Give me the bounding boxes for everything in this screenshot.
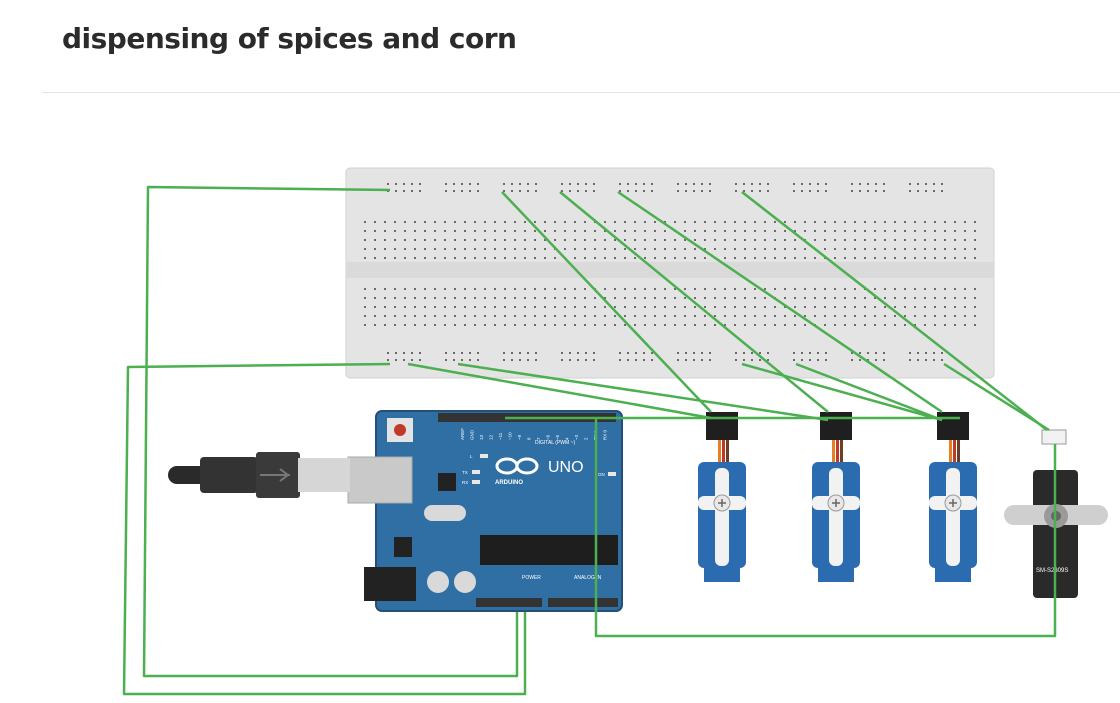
- usb-cable: [168, 452, 350, 498]
- digital-header-label: DIGITAL (PWM ~): [535, 440, 575, 446]
- servo-connector[interactable]: [706, 412, 738, 440]
- digital-pin-label: RX 0: [603, 429, 608, 440]
- digital-pin-label: GND: [470, 429, 475, 440]
- digital-pin-label: 13: [479, 434, 484, 440]
- micro-servo[interactable]: [812, 412, 860, 582]
- digital-pin-label: ~10: [508, 432, 513, 440]
- servo-connector[interactable]: [937, 412, 969, 440]
- digital-pin-label: 8: [527, 437, 532, 440]
- digital-pin-label: 4: [565, 437, 570, 440]
- servo-hub-icon: [949, 499, 957, 507]
- regulator: [394, 537, 412, 557]
- digital-pin-label: 2: [584, 437, 589, 440]
- micro-servo[interactable]: [698, 412, 746, 582]
- led: [608, 472, 616, 476]
- wire[interactable]: [407, 362, 712, 420]
- wire[interactable]: [617, 190, 943, 414]
- led-label: L: [470, 454, 473, 459]
- wire[interactable]: [594, 418, 1057, 638]
- servo-hub-icon: [718, 499, 726, 507]
- led: [472, 480, 480, 484]
- capacitor: [427, 571, 449, 593]
- big-servo-label: SM-S2309S: [1036, 568, 1068, 574]
- page-title: dispensing of spices and corn: [62, 22, 517, 55]
- wire[interactable]: [795, 362, 943, 422]
- led-labels: L TX RX ON: [462, 454, 616, 485]
- digital-pin-label: ~3: [574, 434, 579, 440]
- crystal: [424, 505, 466, 521]
- servo-hub-icon: [832, 499, 840, 507]
- analog-header-label: ANALOG IN: [574, 575, 602, 581]
- led-label: ON: [598, 472, 605, 477]
- led-label: TX: [462, 470, 468, 475]
- capacitor: [454, 571, 476, 593]
- usb-port: [347, 456, 413, 504]
- reset-button-cap[interactable]: [394, 424, 406, 436]
- led-label: RX: [462, 480, 468, 485]
- digital-pin-label: ~9: [517, 434, 522, 440]
- board-brand-label: ARDUINO: [495, 480, 523, 486]
- wire[interactable]: [741, 191, 1048, 431]
- servo-connector[interactable]: [1041, 429, 1067, 445]
- usb-symbol-icon: [260, 468, 290, 482]
- wire[interactable]: [142, 185, 519, 678]
- wire[interactable]: [943, 362, 1050, 432]
- digital-pin-label: ~5: [555, 434, 560, 440]
- breadboard[interactable]: [345, 167, 995, 379]
- servo-connector[interactable]: [820, 412, 852, 440]
- title-divider: [42, 92, 1120, 93]
- board-model-label: UNO: [548, 459, 584, 476]
- wires[interactable]: [122, 185, 1057, 696]
- led: [480, 454, 488, 458]
- wire[interactable]: [122, 362, 527, 696]
- arduino-logo-icon: [495, 457, 539, 475]
- power-jack: [364, 567, 416, 601]
- led: [472, 470, 480, 474]
- micro-servo[interactable]: [929, 412, 977, 582]
- wire[interactable]: [501, 191, 712, 413]
- digital-pin-label: ~6: [546, 434, 551, 440]
- digital-pin-label: AREF: [460, 428, 465, 440]
- wire[interactable]: [457, 362, 829, 422]
- wire[interactable]: [741, 362, 943, 422]
- power-header-label: POWER: [522, 575, 541, 581]
- usb-chip: [438, 473, 456, 491]
- digital-pin-label: 7: [536, 437, 541, 440]
- digital-pin-label: 12: [489, 434, 494, 440]
- arduino-uno[interactable]: UNO ARDUINO DIGITAL (PWM ~) POWER ANALOG…: [347, 410, 623, 612]
- micro-servos[interactable]: [698, 412, 977, 582]
- breadboard-holes: [364, 183, 976, 361]
- microcontroller-chip: [480, 535, 618, 565]
- digital-pin-label: ~11: [498, 432, 503, 440]
